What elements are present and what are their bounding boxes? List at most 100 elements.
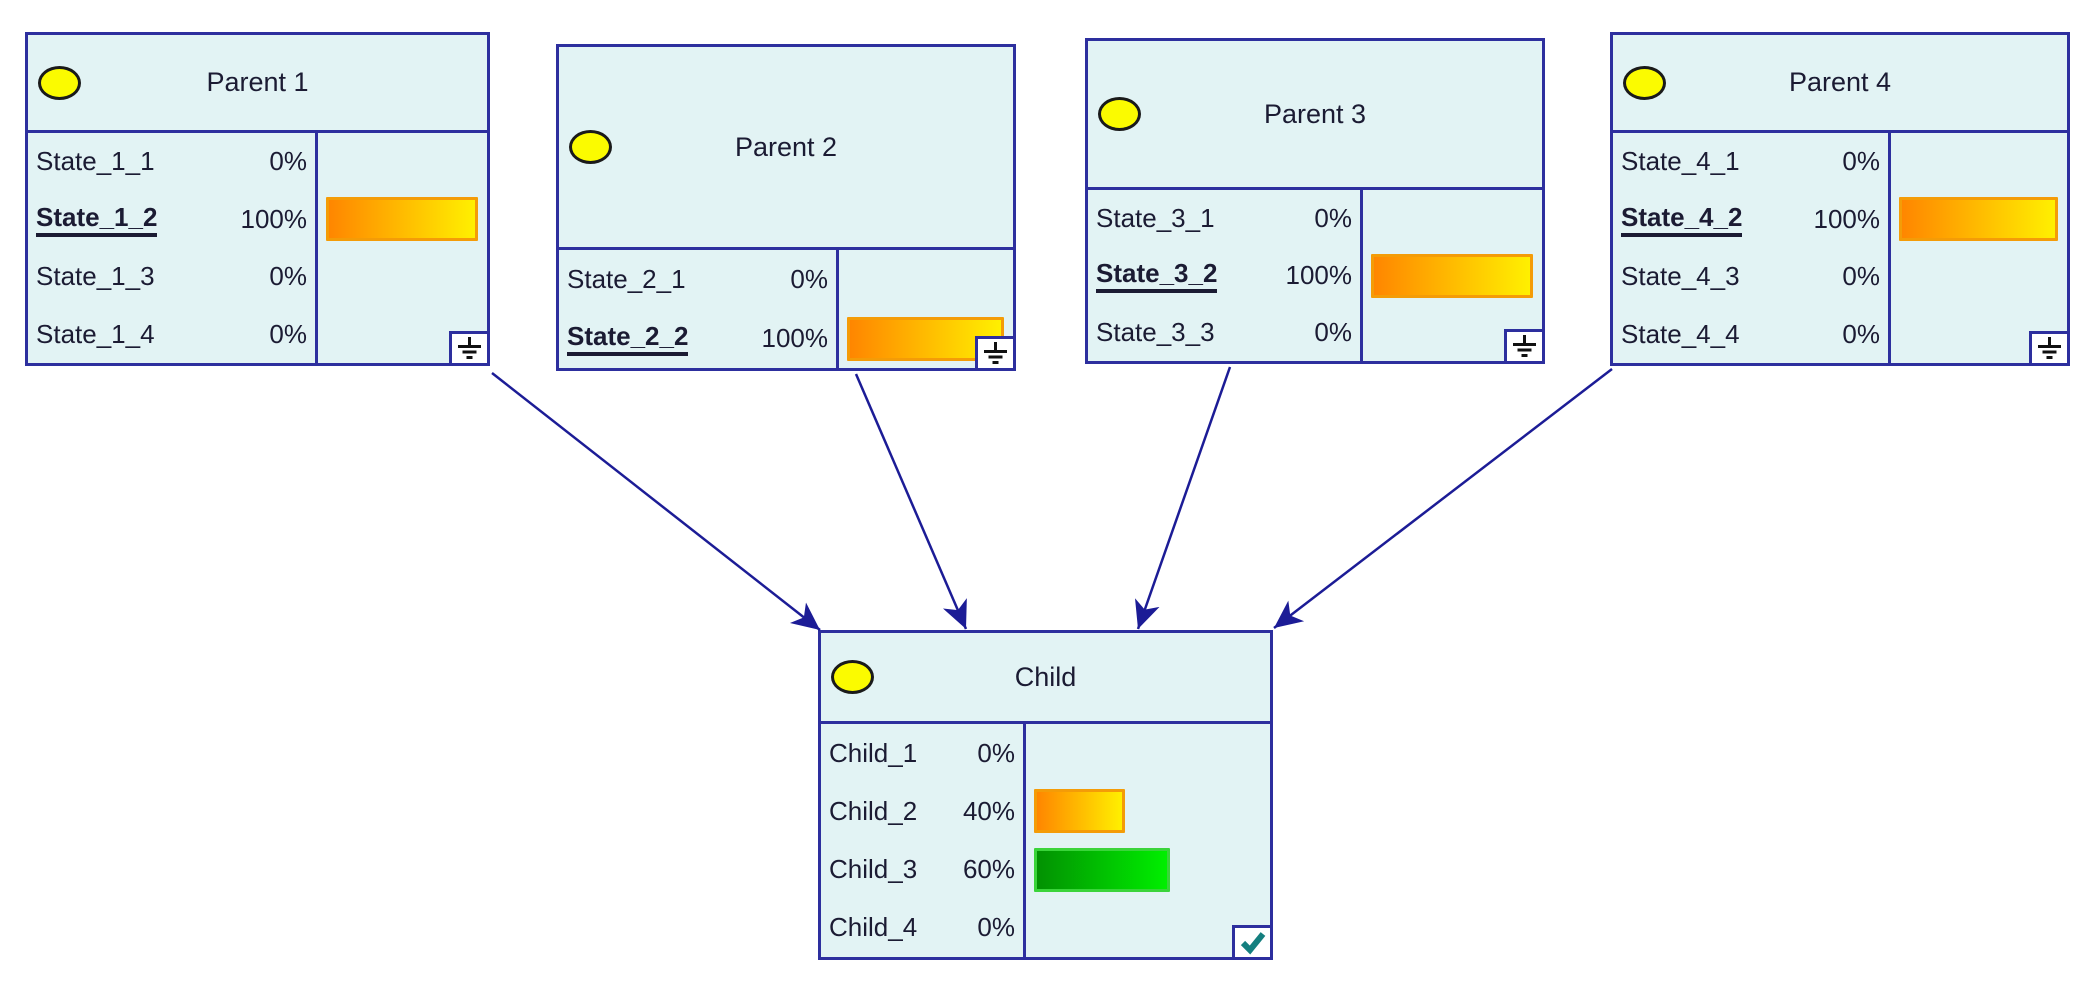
state-name: State_2_1 xyxy=(567,264,686,294)
bar-slot xyxy=(1891,248,2067,306)
probability-bar[interactable] xyxy=(1034,847,1171,892)
node-title-bar: Parent 1 xyxy=(28,35,487,133)
state-name: State_3_1 xyxy=(1096,203,1215,233)
state-row[interactable]: Child_4 0% xyxy=(821,899,1023,957)
node-title-bar: Child xyxy=(821,633,1270,724)
state-row[interactable]: State_3_1 0% xyxy=(1088,190,1360,247)
state-name: State_1_3 xyxy=(36,261,155,292)
state-row[interactable]: Child_2 40% xyxy=(821,782,1023,840)
state-percent: 0% xyxy=(977,737,1015,768)
state-name: State_2_2 xyxy=(567,321,689,356)
state-percent: 0% xyxy=(1314,203,1352,233)
bar-slot xyxy=(839,250,1013,309)
node-ellipse-icon xyxy=(831,660,874,694)
node-title: Parent 4 xyxy=(1788,67,1892,97)
state-row[interactable]: State_3_3 0% xyxy=(1088,304,1360,361)
probability-bar[interactable] xyxy=(1371,253,1533,298)
state-row[interactable]: State_2_2 100% xyxy=(559,309,836,368)
state-percent: 100% xyxy=(1285,260,1353,290)
state-row[interactable]: State_1_3 0% xyxy=(28,248,315,306)
state-name: Child_4 xyxy=(829,912,918,943)
probability-bar[interactable] xyxy=(1899,197,2058,242)
state-row[interactable]: State_4_4 0% xyxy=(1613,306,1888,364)
state-percent: 0% xyxy=(1842,318,1880,349)
edge-arrow-parent4-to-child[interactable] xyxy=(1273,368,1613,629)
node-title: Parent 2 xyxy=(734,131,838,162)
ground-icon xyxy=(2029,331,2070,366)
state-percent: 100% xyxy=(1813,203,1881,234)
probability-bar-column xyxy=(1026,724,1273,960)
bar-slot xyxy=(1891,133,2067,191)
node-ellipse-icon xyxy=(569,130,612,164)
bn-node-parent2[interactable]: Parent 2 State_2_1 0% State_2_2 100% xyxy=(556,44,1016,371)
state-name: State_1_4 xyxy=(36,318,155,349)
node-body: State_2_1 0% State_2_2 100% xyxy=(559,250,1016,371)
ground-icon xyxy=(1504,329,1545,364)
state-name: State_4_2 xyxy=(1621,202,1743,237)
state-name: State_1_1 xyxy=(36,146,155,177)
state-name: State_4_1 xyxy=(1621,146,1740,177)
state-name: State_4_3 xyxy=(1621,261,1740,292)
state-percent: 60% xyxy=(962,854,1015,885)
edge-arrow-parent1-to-child[interactable] xyxy=(491,372,821,631)
probability-bar-column xyxy=(1363,190,1545,364)
probability-bar[interactable] xyxy=(326,197,478,242)
state-name: State_3_2 xyxy=(1096,258,1218,293)
state-name: Child_2 xyxy=(829,795,918,826)
node-title: Child xyxy=(1014,661,1077,692)
state-percent: 40% xyxy=(962,795,1015,826)
probability-bar[interactable] xyxy=(1034,789,1125,834)
state-name: State_3_3 xyxy=(1096,317,1215,347)
state-row[interactable]: State_2_1 0% xyxy=(559,250,836,309)
state-row[interactable]: Child_3 60% xyxy=(821,841,1023,899)
state-percent: 0% xyxy=(790,264,828,294)
state-percent: 100% xyxy=(761,323,829,353)
bar-slot xyxy=(1026,782,1270,840)
node-title: Parent 1 xyxy=(206,67,309,97)
state-row[interactable]: State_4_2 100% xyxy=(1613,191,1888,249)
state-percent: 0% xyxy=(269,261,307,292)
node-ellipse-icon xyxy=(38,65,81,100)
state-name: State_4_4 xyxy=(1621,318,1740,349)
state-row[interactable]: State_1_1 0% xyxy=(28,133,315,191)
state-row[interactable]: State_3_2 100% xyxy=(1088,247,1360,304)
check-icon xyxy=(1232,925,1273,960)
bar-slot xyxy=(1363,247,1542,304)
state-percent: 0% xyxy=(269,318,307,349)
ground-icon xyxy=(975,336,1016,371)
state-percent: 0% xyxy=(269,146,307,177)
bar-slot xyxy=(1363,190,1542,247)
node-ellipse-icon xyxy=(1623,65,1666,100)
state-percent: 0% xyxy=(1314,317,1352,347)
bar-slot xyxy=(318,133,487,191)
edge-arrow-parent3-to-child[interactable] xyxy=(1135,366,1232,630)
node-body: State_3_1 0% State_3_2 100% State_3_3 0% xyxy=(1088,190,1545,364)
node-title-bar: Parent 3 xyxy=(1088,41,1542,190)
state-name: Child_3 xyxy=(829,854,918,885)
edge-arrow-parent2-to-child[interactable] xyxy=(854,373,968,630)
state-name-column: State_3_1 0% State_3_2 100% State_3_3 0% xyxy=(1088,190,1363,361)
node-title-bar: Parent 4 xyxy=(1613,35,2067,133)
bar-slot xyxy=(1891,191,2067,249)
state-row[interactable]: State_1_4 0% xyxy=(28,306,315,364)
node-title: Parent 3 xyxy=(1263,98,1367,129)
bar-slot xyxy=(1026,724,1270,782)
state-percent: 0% xyxy=(977,912,1015,943)
bar-slot xyxy=(1026,841,1270,899)
bar-slot xyxy=(318,191,487,249)
